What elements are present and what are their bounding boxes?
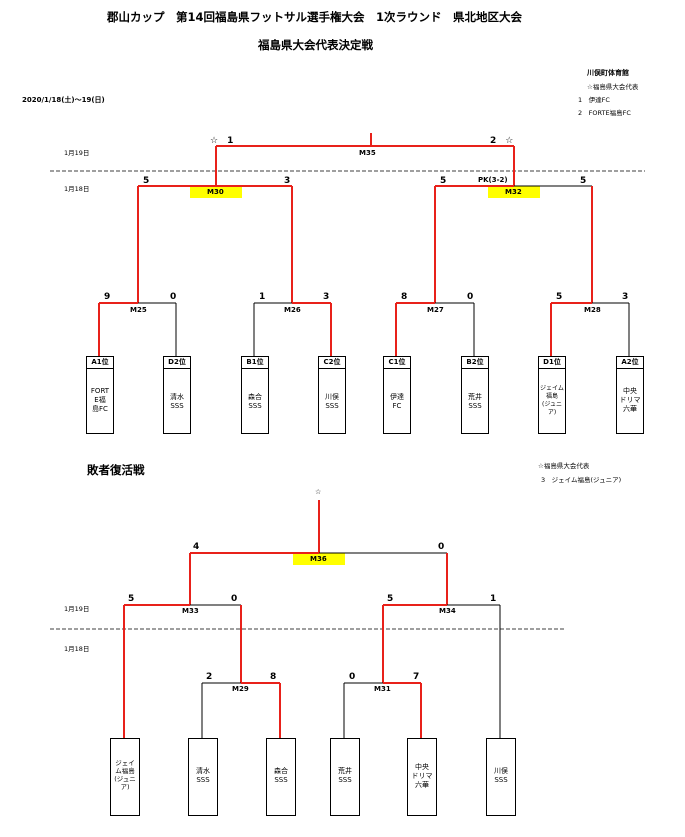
team-name: 中央 ドリマ 六華 <box>619 387 641 413</box>
team-seed: B2位 <box>462 357 488 369</box>
consolation-team-box: 森合 SSS <box>266 738 296 816</box>
team-seed: D2位 <box>164 357 190 369</box>
consolation-star: ☆ <box>315 488 322 496</box>
rep-1: 1 伊達FC <box>578 96 610 104</box>
team-box-a2: A2位 中央 ドリマ 六華 <box>616 356 644 434</box>
match-id-m30: M30 <box>207 188 224 196</box>
day-label-18-consolation: 1月18日 <box>64 645 90 653</box>
team-seed: C2位 <box>319 357 345 369</box>
team-seed: A1位 <box>87 357 113 369</box>
consolation-heading: 敗者復活戦 <box>87 463 145 477</box>
date-range: 2020/1/18(土)～19(日) <box>22 96 105 104</box>
team-name: ジェイ ム福島 (ジュニ ア) <box>114 759 136 791</box>
m26-left-score: 1 <box>259 292 266 302</box>
m29-right-score: 8 <box>270 672 277 682</box>
m31-left-score: 0 <box>349 672 356 682</box>
team-box-b2: B2位 荒井 SSS <box>461 356 489 434</box>
team-box-c1: C1位 伊達 FC <box>383 356 411 434</box>
m36-right-score: 0 <box>438 542 445 552</box>
day-label-18: 1月18日 <box>64 185 90 193</box>
highlight-m32 <box>488 186 540 198</box>
team-name: 清水 SSS <box>170 393 184 410</box>
m30-left-score: 5 <box>143 176 150 186</box>
m30-right-score: 3 <box>284 176 291 186</box>
team-name: 荒井 SSS <box>338 767 352 784</box>
team-name: 荒井 SSS <box>468 393 482 410</box>
consolation-team-box: 荒井 SSS <box>330 738 360 816</box>
match-id-m35: M35 <box>359 149 376 157</box>
page-subtitle: 福島県大会代表決定戦 <box>258 38 373 52</box>
m28-left-score: 5 <box>556 292 563 302</box>
m33-left-score: 5 <box>128 594 135 604</box>
match-id-m32: M32 <box>505 188 522 196</box>
team-name: 森合 SSS <box>248 393 262 410</box>
m31-right-score: 7 <box>413 672 420 682</box>
consolation-rep-heading: ☆福島県大会代表 <box>538 462 590 470</box>
venue: 川俣町体育館 <box>587 69 629 77</box>
team-name: 森合 SSS <box>274 767 288 784</box>
m26-right-score: 3 <box>323 292 330 302</box>
team-name: 清水 SSS <box>196 767 210 784</box>
m32-right-score: 5 <box>580 176 587 186</box>
m33-right-score: 0 <box>231 594 238 604</box>
final-right-rank: 2 ☆ <box>490 136 514 146</box>
highlight-m36 <box>293 553 345 565</box>
rep-heading: ☆福島県大会代表 <box>587 83 639 91</box>
final-left-rank: ☆ 1 <box>210 136 234 146</box>
m25-right-score: 0 <box>170 292 177 302</box>
team-box-b1: B1位 森合 SSS <box>241 356 269 434</box>
match-id-m31: M31 <box>374 685 391 693</box>
match-id-m26: M26 <box>284 306 301 314</box>
rep-2: 2 FORTE福島FC <box>578 109 631 117</box>
match-id-m28: M28 <box>584 306 601 314</box>
team-name: ジェイム 福島 (ジュニ ア) <box>540 385 564 416</box>
m36-left-score: 4 <box>193 542 200 552</box>
team-name: 中央 ドリマ 六華 <box>411 763 433 789</box>
m34-right-score: 1 <box>490 594 497 604</box>
consolation-team-box: 川俣 SSS <box>486 738 516 816</box>
m27-right-score: 0 <box>467 292 474 302</box>
m29-left-score: 2 <box>206 672 213 682</box>
team-box-d1: D1位 ジェイム 福島 (ジュニ ア) <box>538 356 566 434</box>
match-id-m29: M29 <box>232 685 249 693</box>
highlight-m30 <box>190 186 242 198</box>
team-box-a1: A1位 FORT E福 島FC <box>86 356 114 434</box>
match-id-m34: M34 <box>439 607 456 615</box>
m25-left-score: 9 <box>104 292 111 302</box>
m28-right-score: 3 <box>622 292 629 302</box>
day-label-19: 1月19日 <box>64 149 90 157</box>
team-seed: D1位 <box>539 357 565 369</box>
m34-left-score: 5 <box>387 594 394 604</box>
m27-left-score: 8 <box>401 292 408 302</box>
team-seed: A2位 <box>617 357 643 369</box>
consolation-team-box: ジェイ ム福島 (ジュニ ア) <box>110 738 140 816</box>
team-name: FORT E福 島FC <box>90 387 110 413</box>
consolation-team-box: 中央 ドリマ 六華 <box>407 738 437 816</box>
team-box-c2: C2位 川俣 SSS <box>318 356 346 434</box>
page-title: 郡山カップ 第14回福島県フットサル選手権大会 1次ラウンド 県北地区大会 <box>107 10 523 24</box>
team-name: 伊達 FC <box>390 393 404 410</box>
match-id-m36: M36 <box>310 555 327 563</box>
m32-pk-note: PK(3-2) <box>478 176 508 184</box>
day-label-19-consolation: 1月19日 <box>64 605 90 613</box>
match-id-m33: M33 <box>182 607 199 615</box>
consolation-rep: 3 ジェイム福島(ジュニア) <box>541 476 622 484</box>
match-id-m27: M27 <box>427 306 444 314</box>
m32-left-score: 5 <box>440 176 447 186</box>
team-seed: B1位 <box>242 357 268 369</box>
team-seed: C1位 <box>384 357 410 369</box>
team-name: 川俣 SSS <box>494 767 508 784</box>
team-box-d2: D2位 清水 SSS <box>163 356 191 434</box>
match-id-m25: M25 <box>130 306 147 314</box>
team-name: 川俣 SSS <box>325 393 339 410</box>
consolation-team-box: 清水 SSS <box>188 738 218 816</box>
